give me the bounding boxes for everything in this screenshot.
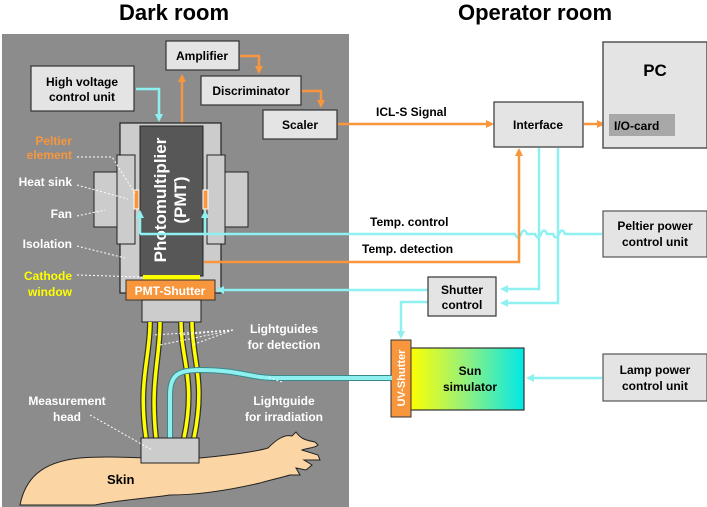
temp-detection-label: Temp. detection (362, 242, 453, 256)
sun-simulator-label-1: Sun (459, 364, 482, 378)
pmt-housing: Photomultiplier (PMT) (93, 122, 249, 294)
interface-to-shutter-line-2 (500, 148, 560, 307)
pmt-shutter[interactable]: PMT-Shutter (125, 279, 216, 301)
operator-room-title: Operator room (458, 0, 612, 25)
pc-box[interactable]: PC I/O-card (602, 41, 707, 149)
fan-right (224, 171, 249, 228)
lightguide-coupler (141, 299, 202, 323)
disc-to-scaler-line (302, 89, 325, 108)
isolation-annotation: Isolation (23, 237, 72, 251)
discriminator-box[interactable]: Discriminator (200, 75, 302, 106)
io-card[interactable] (609, 114, 675, 136)
lightguide-irradiation (167, 366, 392, 438)
shutter-control-box[interactable]: Shutter control (427, 276, 497, 317)
scaler-box[interactable]: Scaler (262, 109, 338, 140)
fan-annotation: Fan (51, 207, 72, 221)
peltier-element-left (133, 189, 140, 210)
amp-to-disc-line (240, 54, 263, 74)
amplifier-box[interactable]: Amplifier (165, 40, 240, 71)
sun-simulator-box[interactable]: Sun simulator (409, 347, 525, 411)
measurement-head-annotation-2: head (53, 410, 81, 424)
peltier-element-annotation-1: Peltier (35, 134, 72, 148)
measurement-head-annotation-1: Measurement (28, 394, 105, 408)
interface-to-shutter-line-1 (500, 148, 541, 293)
temp-control-label: Temp. control (370, 215, 448, 229)
peltier-element-right (202, 189, 209, 210)
shutter-to-uv-shutter-line (397, 300, 428, 339)
sun-simulator-label-2: simulator (443, 380, 497, 394)
hv-label-1: High voltage (46, 75, 118, 89)
fan-left (93, 171, 118, 228)
peltier-power-label-1: Peltier power (617, 219, 693, 233)
lamp-power-label-2: control unit (622, 379, 688, 393)
temp-detection-line (204, 148, 523, 264)
peltier-power-control-box[interactable]: Peltier power control unit (602, 210, 707, 258)
pc-label: PC (643, 61, 667, 80)
peltier-power-label-2: control unit (622, 235, 688, 249)
interface-label: Interface (513, 118, 563, 132)
hv-label-2: control unit (49, 90, 115, 104)
dark-room-title: Dark room (119, 0, 229, 25)
high-voltage-control-box[interactable]: High voltage control unit (30, 65, 135, 112)
peltier-element-annotation-2: element (27, 148, 72, 162)
discriminator-label: Discriminator (212, 84, 290, 98)
lightguides-detection-annotation-1: Lightguides (250, 322, 318, 336)
hv-to-pmt-line (136, 87, 163, 122)
heat-sink-right (206, 154, 226, 245)
lightguides-detection-annotation-2: for detection (248, 338, 321, 352)
lightguide-irradiation-annotation-2: for irradiation (245, 410, 323, 424)
arm-skin (19, 431, 321, 506)
uv-shutter[interactable]: UV-Shutter (390, 339, 412, 418)
leader-lines (76, 156, 283, 451)
pmt-shutter-label: PMT-Shutter (135, 284, 206, 298)
lamp-power-control-box[interactable]: Lamp power control unit (602, 353, 707, 402)
icl-signal-label: ICL-S Signal (376, 105, 447, 119)
skin-label: Skin (107, 472, 135, 487)
cathode-window-annotation-2: window (27, 285, 73, 299)
shutter-control-label-1: Shutter (441, 283, 483, 297)
interface-box[interactable]: Interface (493, 101, 584, 148)
io-card-label: I/O-card (614, 119, 659, 133)
measurement-head[interactable] (140, 437, 200, 464)
amplifier-label: Amplifier (176, 49, 228, 63)
heat-sink-annotation: Heat sink (19, 175, 73, 189)
uv-shutter-label: UV-Shutter (396, 349, 408, 407)
lightguide-irradiation-annotation-1: Lightguide (253, 394, 315, 408)
pmt-label-1: Photomultiplier (151, 137, 170, 262)
pmt-label-2: (PMT) (171, 176, 190, 223)
lamp-power-label-1: Lamp power (620, 363, 691, 377)
cathode-window (143, 275, 200, 280)
shutter-control-label-2: control (442, 298, 483, 312)
scaler-label: Scaler (282, 118, 318, 132)
cathode-window-annotation-1: Cathode (24, 269, 72, 283)
